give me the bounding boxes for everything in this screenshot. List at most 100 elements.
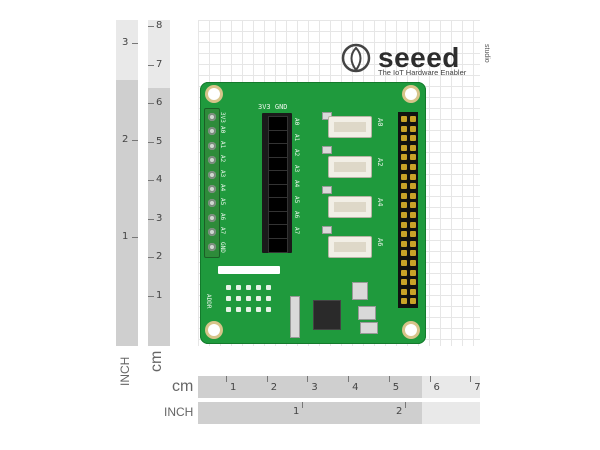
gpio-pin	[401, 116, 407, 122]
smd-component	[360, 322, 378, 334]
address-pin	[246, 296, 251, 301]
smd-component	[290, 296, 300, 338]
terminal-screw	[208, 228, 216, 237]
logo-studio: studio	[483, 44, 490, 63]
gpio-pin	[401, 192, 407, 199]
horizontal-inch-tick-label: 1	[293, 406, 300, 417]
gpio-pin	[410, 298, 416, 305]
gpio-pin	[410, 221, 416, 228]
gpio-pin	[410, 250, 416, 257]
horizontal-inch-tick	[302, 402, 303, 408]
address-pin	[226, 285, 231, 290]
gpio-pin	[410, 192, 416, 199]
terminal-screw	[208, 141, 216, 150]
header-label: A3	[293, 164, 300, 172]
vertical-cm-tick	[148, 218, 154, 220]
terminal-screw	[208, 242, 216, 251]
terminal-label: A4	[219, 184, 226, 192]
gpio-pin	[410, 260, 416, 266]
vertical-cm-label: cm	[148, 350, 165, 372]
horizontal-cm-tick	[348, 376, 350, 382]
gpio-pin	[401, 288, 407, 295]
address-pin	[226, 307, 231, 312]
header-label: A2	[293, 149, 300, 157]
header-label: A6	[293, 211, 300, 219]
vertical-inch-tick	[132, 140, 138, 141]
vertical-cm-ruler	[148, 20, 170, 346]
grove-socket	[334, 162, 366, 172]
vertical-cm-tick	[148, 141, 154, 143]
header-label: A7	[293, 226, 300, 234]
gpio-pin	[401, 125, 407, 132]
terminal-screw	[208, 156, 216, 165]
terminal-label: A3	[219, 169, 226, 177]
terminal-label: 3V3	[219, 112, 226, 123]
address-pin	[256, 285, 261, 290]
screw-terminal	[204, 108, 220, 258]
grove-connector	[328, 156, 372, 178]
vertical-inch-tick-label: 1	[122, 231, 129, 242]
vertical-inch-ruler	[116, 20, 138, 346]
gpio-pin	[401, 240, 407, 247]
grove-socket	[334, 122, 366, 132]
vertical-inch-label: INCH	[118, 356, 132, 386]
vertical-cm-tick	[148, 180, 154, 181]
terminal-screw	[208, 113, 216, 121]
grove-label: A4	[376, 198, 384, 207]
grove-socket	[334, 242, 366, 252]
gpio-pin	[410, 202, 416, 209]
gpio-pin	[401, 173, 407, 180]
horizontal-inch-tick	[405, 402, 406, 408]
vertical-cm-tick-label: 7	[156, 58, 163, 70]
grove-socket	[334, 202, 366, 212]
gpio-pin	[401, 183, 407, 190]
vertical-cm-tick-label: 6	[156, 97, 163, 108]
smd-component	[322, 146, 332, 154]
header-label: A4	[293, 180, 300, 188]
address-pin	[266, 296, 271, 301]
terminal-label: A5	[219, 198, 226, 206]
grove-connector	[328, 116, 372, 138]
jumper-bar	[218, 266, 280, 274]
gpio-pin	[410, 154, 416, 161]
terminal-screw	[208, 213, 216, 222]
address-pin	[236, 285, 241, 290]
vertical-cm-tick-label: 2	[156, 251, 163, 262]
gpio-pin	[410, 240, 416, 247]
vertical-cm-tick-label: 4	[156, 174, 163, 185]
gpio-pin	[410, 116, 416, 122]
mount-hole	[208, 88, 220, 100]
smd-component	[322, 186, 332, 194]
smd-component	[352, 282, 368, 300]
seeed-leaf-icon	[341, 43, 371, 73]
vertical-inch-tick-label: 2	[122, 134, 129, 145]
header-label: A1	[293, 133, 300, 141]
terminal-label: A0	[219, 126, 226, 134]
gpio-pin	[401, 260, 407, 266]
terminal-label: A1	[219, 140, 226, 149]
horizontal-cm-tick-label: 4	[352, 382, 359, 393]
gpio-pin	[401, 202, 407, 209]
horizontal-cm-label: cm	[172, 378, 194, 395]
gpio-pin	[401, 135, 407, 142]
horizontal-cm-tick-label: 7	[474, 382, 481, 393]
horizontal-cm-tick	[226, 376, 227, 382]
address-pins	[226, 285, 276, 319]
horizontal-cm-tick-label: 1	[230, 382, 237, 393]
grove-label: A6	[376, 238, 384, 247]
address-pin	[246, 285, 251, 290]
vertical-cm-tick-label: 8	[156, 20, 163, 31]
horizontal-cm-tick-label: 5	[392, 382, 400, 393]
vertical-cm-tick	[148, 26, 154, 27]
gpio-pin	[410, 183, 416, 190]
gpio-pin	[401, 231, 407, 238]
terminal-screw	[208, 199, 216, 208]
address-pin	[256, 296, 261, 301]
terminal-label: A6	[219, 212, 226, 221]
header-label: A5	[293, 195, 300, 203]
header-label: A0	[293, 118, 300, 126]
gpio-pin	[401, 250, 407, 257]
address-pin	[266, 285, 271, 290]
gpio-pin	[401, 298, 407, 305]
adc-chip	[313, 300, 341, 330]
